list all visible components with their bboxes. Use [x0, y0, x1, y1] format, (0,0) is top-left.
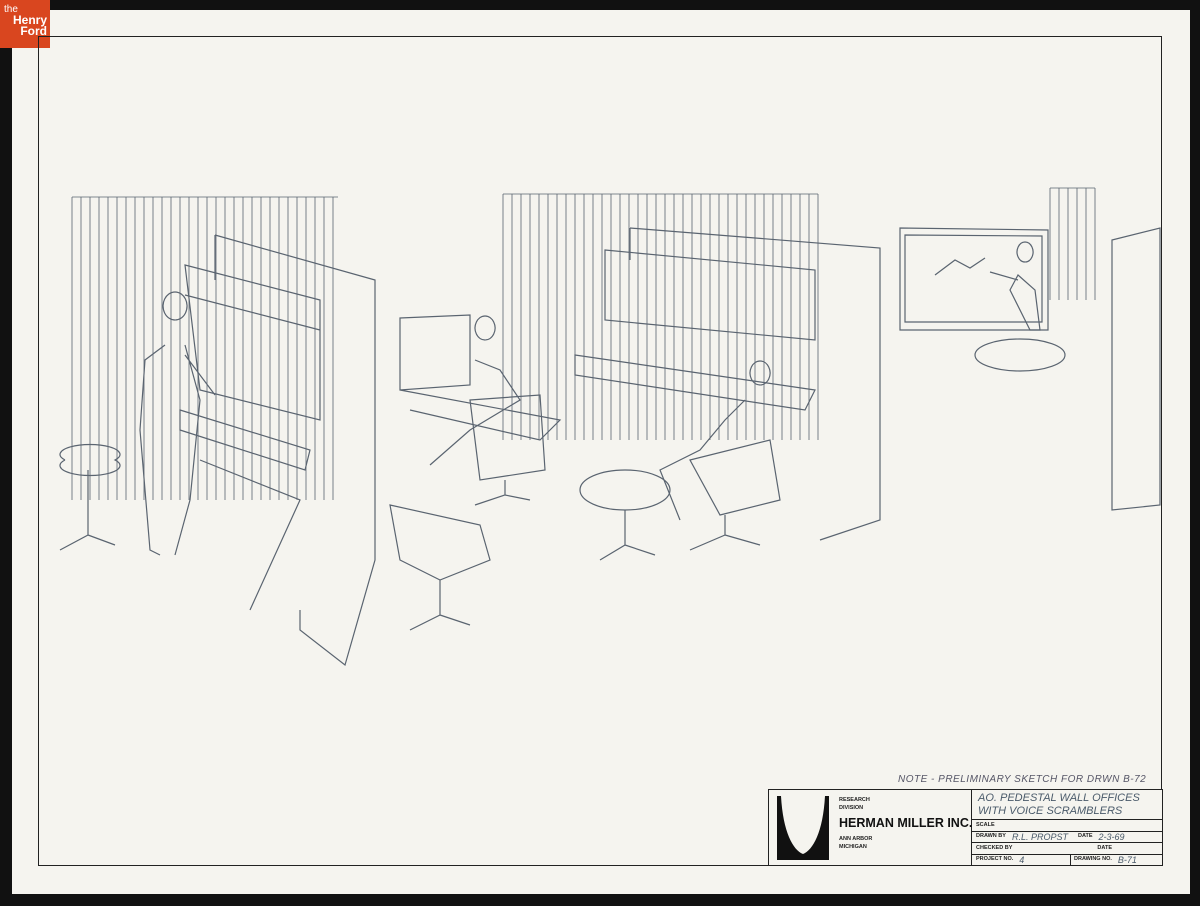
meeting-table	[974, 338, 1066, 372]
desk-left	[179, 264, 321, 611]
round-table	[579, 469, 671, 511]
drawn-by-row: DRAWN BY R.L. PROPST DATE 2-3-69	[972, 831, 1162, 843]
date-label: DATE	[1077, 833, 1093, 840]
chair-middle	[689, 439, 781, 551]
drawn-by-label: DRAWN BY	[976, 833, 1006, 840]
curtain-right	[1049, 187, 1096, 300]
drawing-label: DRAWING NO.	[1074, 856, 1112, 863]
project-value: 4	[1019, 854, 1025, 865]
company-name: HERMAN MILLER INC.	[839, 816, 973, 830]
curtain-left	[71, 196, 338, 500]
project-row: PROJECT NO. 4 DRAWING NO. B-71	[972, 854, 1162, 865]
project-label: PROJECT NO.	[976, 856, 1014, 863]
watermark-henry: Henry	[12, 13, 47, 27]
herman-miller-logo	[777, 796, 829, 860]
partition-right	[1111, 227, 1161, 511]
date-value: 2-3-69	[1098, 831, 1125, 842]
drawing-value: B-71	[1117, 854, 1137, 865]
figure-presenter	[989, 241, 1041, 331]
desk-middle	[574, 249, 816, 411]
checked-by-row: CHECKED BY DATE	[972, 843, 1162, 855]
partition-middle	[629, 227, 881, 541]
chair-phone	[469, 394, 546, 506]
chair-front	[389, 504, 491, 631]
scale-label: SCALE	[976, 821, 995, 828]
preliminary-note: NOTE - PRELIMINARY SKETCH FOR DRWN B-72	[898, 774, 1147, 785]
stool	[59, 443, 121, 551]
checked-by-label: CHECKED BY	[976, 844, 1013, 851]
whiteboard	[899, 227, 1049, 331]
henry-ford-watermark: the Henry Ford	[0, 0, 50, 48]
figure-seated-middle	[659, 360, 771, 521]
figure-standing	[139, 291, 216, 556]
curtain-folds	[1049, 187, 1096, 300]
drawing-sheet	[12, 10, 1190, 894]
curtain-middle	[502, 193, 819, 440]
drawn-by-value: R.L. PROPST	[1011, 831, 1068, 842]
watermark-ford: Ford	[20, 24, 47, 38]
watermark-the: the	[4, 4, 18, 15]
drawing-border	[38, 36, 1162, 866]
small-desk	[399, 314, 562, 441]
round-table-base	[599, 510, 656, 561]
partition-left	[214, 234, 376, 667]
drawing-number-cell: DRAWING NO. B-71	[1070, 854, 1162, 865]
scale-row: SCALE	[972, 820, 1162, 832]
curtain-folds	[71, 196, 338, 500]
curtain-folds	[502, 193, 819, 440]
figure-seated-phone	[429, 315, 521, 466]
checked-date-label: DATE	[1097, 844, 1112, 851]
